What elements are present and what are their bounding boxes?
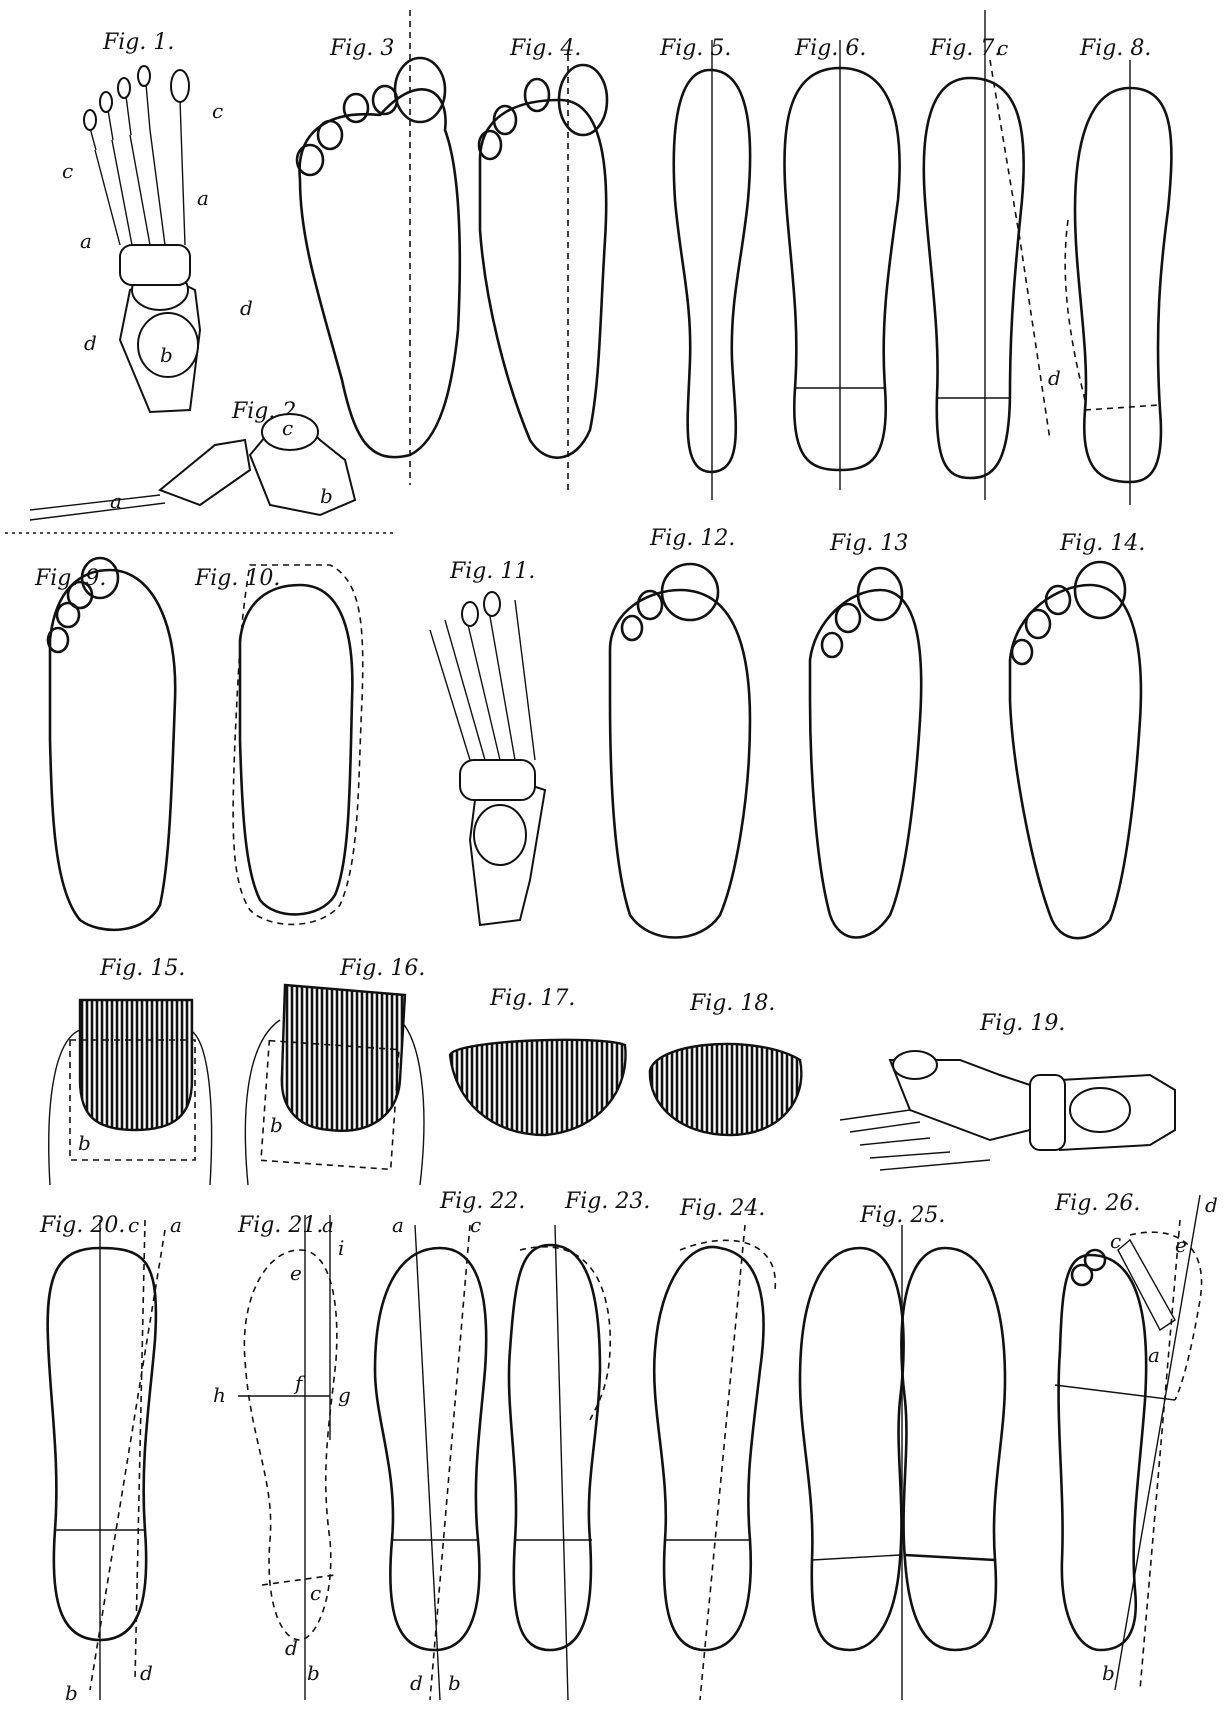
fig21-caption: Fig. 21.: [237, 1213, 323, 1238]
fig21-label-b: b: [307, 1661, 320, 1685]
fig20-label-d: d: [140, 1661, 153, 1685]
fig25-caption: Fig. 25.: [859, 1203, 945, 1228]
fig4-foot-sole: Fig. 4.: [479, 36, 607, 490]
fig16-label-b: b: [270, 1113, 283, 1137]
fig11-foot-skeleton: Fig. 11.: [430, 559, 545, 925]
fig14-foot-sole: Fig. 14.: [1010, 531, 1145, 938]
fig21-label-c: c: [310, 1581, 321, 1605]
fig2-label-b: b: [320, 484, 333, 508]
fig20-label-c: c: [128, 1213, 139, 1237]
fig22-label-c: c: [470, 1213, 481, 1237]
fig7-label-c: c: [997, 36, 1008, 60]
fig22-label-d: d: [410, 1671, 423, 1695]
fig1-label-c2: c: [62, 159, 73, 183]
fig11-caption: Fig. 11.: [449, 559, 535, 584]
fig5-caption: Fig. 5.: [659, 36, 731, 61]
fig22-sole-outline: Fig. 22. a c d b: [375, 1189, 525, 1700]
fig3-foot-sole: Fig. 3: [297, 10, 460, 485]
fig1-foot-skeleton: Fig. 1. c c a a d d b: [62, 30, 253, 412]
fig14-caption: Fig. 14.: [1059, 531, 1145, 556]
fig16-caption: Fig. 16.: [339, 956, 425, 981]
fig21-label-h: h: [213, 1383, 226, 1407]
fig8-caption: Fig. 8.: [1079, 36, 1151, 61]
fig16-toenail: Fig. 16. b: [245, 956, 425, 1185]
fig26-sole-outline: Fig. 26. d c e a b: [1054, 1191, 1218, 1690]
fig21-label-i: i: [338, 1236, 344, 1260]
fig21-label-g: g: [338, 1383, 351, 1407]
fig22-label-b: b: [448, 1671, 461, 1695]
fig2-label-c: c: [282, 416, 293, 440]
fig26-label-c: c: [1110, 1229, 1121, 1253]
fig1-label-a2: a: [80, 229, 92, 253]
fig22-label-a: a: [392, 1213, 404, 1237]
fig6-sole-outline: Fig. 6.: [784, 36, 899, 490]
fig5-sole-outline: Fig. 5.: [659, 36, 750, 500]
fig12-caption: Fig. 12.: [649, 526, 735, 551]
fig15-label-b: b: [78, 1131, 91, 1155]
fig3-caption: Fig. 3: [329, 36, 394, 61]
fig21-label-d: d: [285, 1636, 298, 1660]
fig18-caption: Fig. 18.: [689, 991, 775, 1016]
fig2-label-a: a: [110, 489, 122, 513]
fig25-sole-pair: Fig. 25.: [800, 1203, 1005, 1700]
fig20-label-a: a: [170, 1213, 182, 1237]
fig20-caption: Fig. 20.: [39, 1213, 125, 1238]
fig22-caption: Fig. 22.: [439, 1189, 525, 1214]
fig9-foot-sole: Fig. 9.: [34, 558, 175, 930]
fig15-caption: Fig. 15.: [99, 956, 185, 981]
fig24-caption: Fig. 24.: [679, 1196, 765, 1221]
fig20-sole-outline: Fig. 20. c a b d: [39, 1213, 182, 1705]
fig18-nail-cross-section: Fig. 18.: [650, 991, 801, 1135]
fig21-label-f: f: [293, 1371, 306, 1395]
fig4-caption: Fig. 4.: [509, 36, 581, 61]
fig6-caption: Fig. 6.: [794, 36, 866, 61]
fig17-nail-cross-section: Fig. 17.: [450, 986, 626, 1135]
fig7-caption: Fig. 7.: [929, 36, 1001, 61]
fig21-sole-outline-dotted: Fig. 21. a i e h f g c d b: [213, 1213, 351, 1700]
fig23-sole-outline: Fig. 23.: [509, 1189, 650, 1700]
fig1-label-d1: d: [240, 296, 253, 320]
fig1-label-d2: d: [84, 331, 97, 355]
fig1-label-a1: a: [197, 186, 209, 210]
fig24-sole-outline: Fig. 24.: [654, 1196, 775, 1700]
fig19-caption: Fig. 19.: [979, 1011, 1065, 1036]
fig1-caption: Fig. 1.: [102, 30, 174, 55]
fig26-label-d: d: [1205, 1193, 1218, 1217]
fig19-foot-skeleton-lateral: Fig. 19.: [840, 1011, 1175, 1170]
fig1-label-b: b: [160, 343, 173, 367]
fig13-caption: Fig. 13: [829, 531, 908, 556]
fig8-sole-outline: Fig. 8.: [1065, 36, 1171, 505]
fig20-label-b: b: [65, 1681, 78, 1705]
fig13-foot-sole: Fig. 13: [810, 531, 921, 938]
fig17-caption: Fig. 17.: [489, 986, 575, 1011]
fig26-caption: Fig. 26.: [1054, 1191, 1140, 1216]
fig10-caption: Fig. 10.: [194, 566, 280, 591]
fig7-label-d: d: [1048, 366, 1061, 390]
fig12-foot-sole: Fig. 12.: [610, 526, 750, 938]
fig2-foot-skeleton-lateral: Fig. 2. c a b: [30, 399, 355, 520]
fig7-sole-outline: Fig. 7. c d: [924, 10, 1061, 500]
fig10-foot-sole-dotted: Fig. 10.: [194, 565, 363, 924]
fig21-label-e: e: [290, 1261, 302, 1285]
fig26-label-e: e: [1175, 1233, 1187, 1257]
fig1-label-c1: c: [212, 99, 223, 123]
fig26-label-b: b: [1102, 1661, 1115, 1685]
fig15-toenail: Fig. 15. b: [49, 956, 212, 1185]
fig26-label-a: a: [1148, 1343, 1160, 1367]
fig21-label-a: a: [322, 1213, 334, 1237]
fig23-caption: Fig. 23.: [564, 1189, 650, 1214]
